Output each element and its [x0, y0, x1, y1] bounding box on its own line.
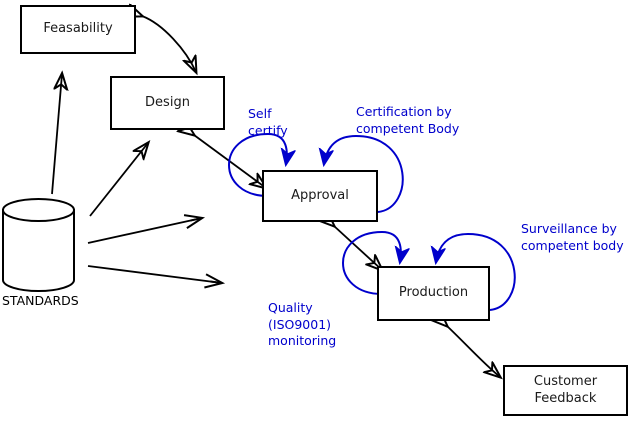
- node-customer-feedback-label: Customer Feedback: [533, 374, 598, 406]
- annotation-quality-iso9001-monitoring: Quality (ISO9001) monitoring: [268, 300, 337, 348]
- loop-quality-iso9001-monitoring: [342, 230, 401, 295]
- annotation-surveillance-by-competent-body: Surveillance by competent body: [521, 221, 624, 253]
- node-customer-feedback[interactable]: Customer Feedback: [503, 365, 628, 416]
- node-feasability-label: Feasability: [43, 21, 113, 37]
- edge-standards-approval: [87, 218, 202, 244]
- loop-self-certify: [228, 132, 287, 197]
- edge-standards-feasability: [51, 74, 62, 195]
- node-approval[interactable]: Approval: [262, 170, 378, 222]
- node-approval-label: Approval: [291, 187, 349, 203]
- node-design-label: Design: [145, 94, 190, 110]
- edge-production-customer-feedback: [447, 326, 500, 377]
- edge-standards-production: [87, 265, 222, 283]
- node-production[interactable]: Production: [377, 266, 490, 321]
- node-design[interactable]: Design: [110, 76, 225, 130]
- annotation-self-certify: Self certify: [248, 106, 288, 138]
- loop-surveillance-by-competent-body: [436, 232, 516, 311]
- node-feasability[interactable]: Feasability: [20, 5, 136, 54]
- node-standards-label: STANDARDS: [2, 293, 79, 308]
- node-production-label: Production: [398, 285, 469, 301]
- edge-standards-design: [89, 143, 148, 217]
- edge-approval-production: [334, 226, 382, 270]
- annotation-certification-by-competent-body: Certification by competent Body: [356, 104, 460, 136]
- standards-cylinder-shape: [1, 198, 75, 292]
- edge-feasability-design: [142, 16, 196, 72]
- loop-certification-by-competent-body: [324, 134, 404, 213]
